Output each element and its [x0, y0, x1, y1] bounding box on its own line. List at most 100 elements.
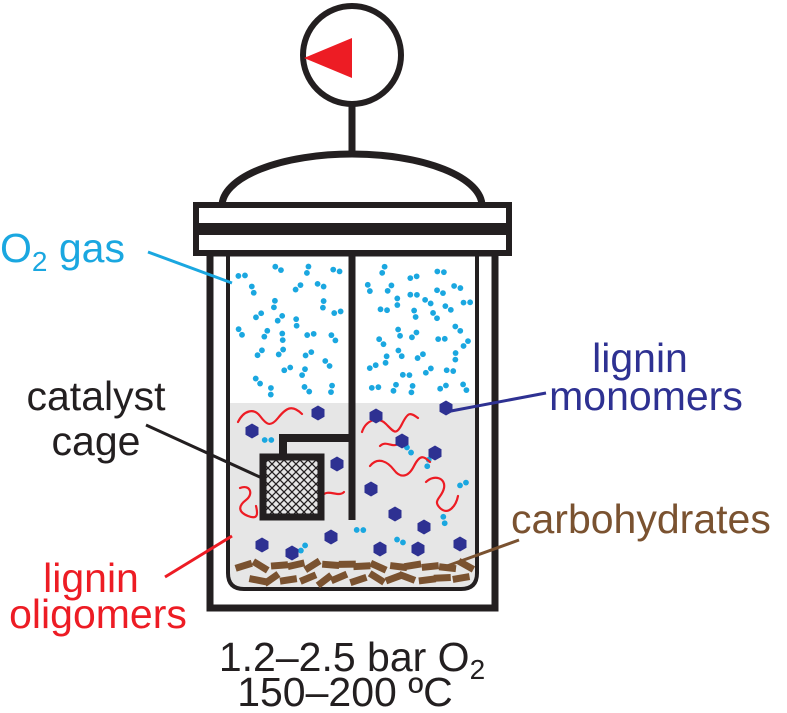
oxygen-atom [368, 384, 375, 391]
temperature-condition: 150–200 ºC [237, 669, 453, 713]
lignin-monomer [417, 519, 431, 535]
oxygen-atom [395, 326, 402, 333]
o2-gas-label-main: O [0, 225, 32, 271]
o2-molecule [261, 327, 271, 340]
o2-molecule [368, 384, 382, 391]
oxygen-atom [281, 367, 288, 374]
o2-molecule [395, 326, 403, 339]
o2-molecule [254, 347, 265, 359]
o2-molecule [376, 336, 387, 348]
o2-molecule [366, 362, 379, 372]
oxygen-atom [424, 463, 431, 470]
o2-molecule [442, 303, 454, 313]
oxygen-atom [259, 347, 265, 354]
carbohydrate-particle [262, 571, 281, 587]
o2-molecule [304, 263, 312, 276]
oxygen-atom [393, 381, 399, 388]
oxygen-atom [427, 365, 434, 372]
oxygen-atom [460, 299, 467, 306]
carbohydrate-particle [298, 571, 318, 585]
oxygen-atom [308, 349, 315, 356]
oxygen-atom [320, 298, 327, 304]
oxygen-atom [414, 355, 421, 361]
oxygen-atom [452, 323, 459, 330]
oxygen-atom [414, 291, 420, 298]
o2-molecule [394, 536, 406, 546]
o2-molecule [457, 479, 469, 489]
oxygen-atom [395, 347, 402, 354]
o2-molecule [252, 375, 263, 387]
lid-flange-top [193, 202, 512, 229]
o2-molecule [399, 371, 413, 379]
oxygen-atom [407, 291, 414, 298]
carbohydrate-particle [321, 560, 340, 569]
oxygen-atom [435, 336, 442, 343]
carbohydrate-particle [303, 557, 322, 573]
vessel-inner-wall [226, 253, 479, 591]
oxygen-atom [406, 372, 413, 379]
oxygen-atom [412, 314, 419, 320]
lignin-monomers [245, 400, 467, 561]
oxygen-atom [440, 290, 446, 296]
oxygen-atom [467, 299, 474, 306]
oxygen-atom [364, 281, 371, 288]
oxygen-atom [275, 351, 282, 358]
oxygen-atom [248, 283, 255, 290]
oxygen-atom [442, 303, 449, 310]
oxygen-atom [328, 389, 334, 396]
lignin-monomer [439, 400, 453, 416]
o2-molecule [298, 542, 308, 554]
o2-molecule [384, 282, 395, 294]
lignin-monomer [364, 481, 378, 497]
o2-molecule [272, 263, 284, 274]
pressure-condition-main: 1.2–2.5 bar O [219, 634, 470, 680]
oxygen-atom [394, 536, 400, 543]
o2-molecule [253, 310, 265, 321]
o2-molecule [460, 338, 471, 349]
oxygen-atom [261, 333, 268, 340]
o2-molecule [460, 299, 474, 306]
o2-molecule [364, 281, 373, 294]
oxygen-atom [293, 322, 300, 329]
oxygen-atom [258, 310, 265, 317]
lignin-oligomers-label-line2: oligomers [9, 591, 187, 637]
oxygen-atom [413, 329, 420, 336]
o2-molecule [394, 295, 401, 308]
oxygen-atom [400, 539, 406, 546]
oxygen-atom [280, 346, 287, 353]
oxygen-atom [250, 289, 257, 296]
o2-molecule [414, 351, 426, 361]
carbohydrate-particle [315, 572, 334, 589]
carbohydrate-particle [418, 575, 437, 585]
o2-molecule [320, 298, 327, 311]
lignin-monomer [453, 536, 467, 552]
oxygen-atom [427, 300, 434, 307]
oxygen-atom [457, 285, 464, 291]
oxygen-atom [293, 316, 300, 323]
oxygen-atom [366, 365, 373, 372]
carbohydrate-particle [403, 560, 422, 571]
lignin-monomer [324, 529, 338, 545]
oxygen-atom [384, 287, 391, 294]
oxygen-atom [329, 382, 335, 389]
o2-molecule [314, 280, 327, 290]
oxygen-atom [409, 334, 415, 341]
o2-molecule [434, 268, 447, 276]
oxygen-atom [301, 384, 308, 390]
o2-molecule [302, 349, 315, 359]
oxygen-atom [336, 268, 343, 275]
oxygen-atom [331, 310, 338, 316]
o2-molecule [292, 282, 304, 293]
lignin-monomer [373, 541, 387, 557]
oxygen-atom [440, 513, 447, 520]
lignin-oligomer [368, 456, 432, 477]
o2-gas-label-sub: 2 [32, 246, 48, 277]
oxygen-atom [384, 307, 390, 314]
oxygen-atom [390, 387, 397, 394]
oxygen-atom [457, 327, 464, 334]
oxygen-atom [297, 282, 304, 289]
catalyst-cage-leader-line [145, 423, 263, 480]
pressure-condition-sub: 2 [470, 654, 486, 685]
o2-molecule [275, 346, 287, 358]
